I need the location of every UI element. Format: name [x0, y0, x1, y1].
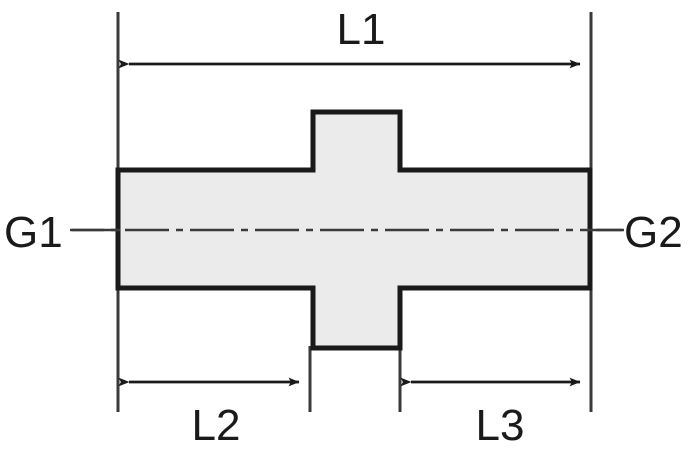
extension-lines-group [116, 12, 593, 412]
port-label-G1: G1 [4, 208, 63, 257]
dimension-L1: L1 [118, 5, 581, 69]
dimension-label-L3: L3 [476, 401, 525, 450]
dimension-L3: L3 [400, 377, 581, 450]
dimension-L2: L2 [118, 377, 300, 450]
port-label-G2: G2 [624, 208, 683, 257]
dimension-label-L2: L2 [192, 401, 241, 450]
port-callout-G1: G1 [4, 208, 120, 257]
port-callout-G2: G2 [596, 208, 683, 257]
dimension-label-L1: L1 [337, 5, 386, 54]
